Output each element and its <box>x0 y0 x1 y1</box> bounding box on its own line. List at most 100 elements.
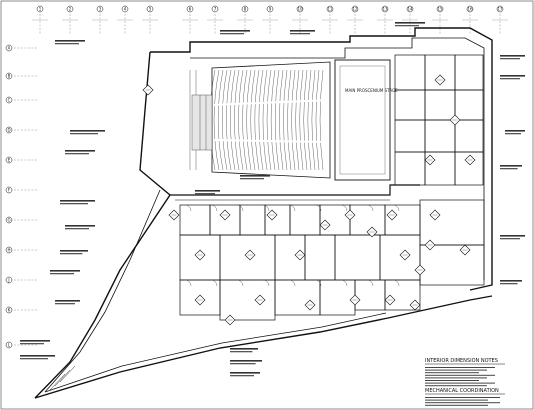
seat-row <box>279 69 284 171</box>
room-outline <box>239 204 266 236</box>
note-text-line <box>195 193 215 195</box>
grid-letter-label: A <box>8 46 11 51</box>
grid-bubble-left <box>5 341 13 349</box>
note-text-line <box>60 203 88 205</box>
grid-bubble-left <box>5 246 13 254</box>
seat-row <box>213 69 220 171</box>
grid-bubble-top <box>351 5 359 13</box>
room-outline <box>319 204 351 236</box>
room-tag-callouts <box>142 74 476 326</box>
backstage-rooms <box>394 54 485 286</box>
note-text-line <box>230 360 262 362</box>
grid-number-label: 2 <box>69 7 72 12</box>
note-text-line <box>55 300 80 302</box>
grid-bubble-top <box>211 5 219 13</box>
grid-bubble-top <box>496 5 504 13</box>
note-text-line <box>220 33 244 35</box>
note-text-line <box>500 283 518 285</box>
room-outline <box>219 279 276 321</box>
room-outline <box>349 204 386 236</box>
grid-bubble-top <box>266 5 274 13</box>
room-outline <box>179 204 211 236</box>
grid-number-label: 4 <box>124 7 127 12</box>
grid-number-label: 10 <box>297 7 303 12</box>
grid-number-label: 1 <box>39 7 42 12</box>
room-outline <box>394 89 426 121</box>
note-text-line <box>500 280 522 282</box>
note-text-line <box>50 270 80 272</box>
room-outline <box>454 54 484 91</box>
note-text-line <box>55 43 79 45</box>
seat-row <box>230 69 236 171</box>
grid-bubble-top <box>36 5 44 13</box>
grid-bubble-left <box>5 44 13 52</box>
room-outline <box>424 119 456 153</box>
note-text-line <box>20 355 55 357</box>
note-text-line <box>500 235 525 237</box>
seat-row <box>238 69 244 171</box>
grid-number-label: 12 <box>352 7 358 12</box>
grid-bubble-left <box>5 96 13 104</box>
grid-number-label: 3 <box>99 7 102 12</box>
seat-row <box>242 69 248 171</box>
grid-bubble-left <box>5 186 13 194</box>
grid-bubble-left <box>5 306 13 314</box>
seat-row <box>303 69 308 171</box>
grid-number-label: 5 <box>149 7 152 12</box>
grid-bubble-top <box>466 5 474 13</box>
note-text-line <box>70 133 98 135</box>
mechanical-coordination-title: MECHANICAL COORDINATION <box>425 388 499 394</box>
room-outline <box>454 89 484 121</box>
note-text-line <box>20 358 48 360</box>
note-text-line <box>230 348 258 350</box>
note-text-line <box>60 200 95 202</box>
grid-bubble-left <box>5 276 13 284</box>
grid-number-label: 8 <box>244 7 247 12</box>
grid-bubble-top <box>436 5 444 13</box>
interior-dimension-notes-title: INTERIOR DIMENSION NOTES <box>425 358 498 364</box>
grid-bubble-left <box>5 72 13 80</box>
seat-row <box>250 69 256 171</box>
note-text-line <box>230 375 254 377</box>
note-text-line <box>290 33 310 35</box>
note-text-line <box>65 228 89 230</box>
grid-number-label: 13 <box>382 7 388 12</box>
grid-bubble-top <box>121 5 129 13</box>
grid-letter-label: D <box>7 128 10 133</box>
seat-row <box>307 69 312 171</box>
note-text-line <box>500 75 525 77</box>
note-text-line <box>65 153 89 155</box>
note-text-line <box>230 363 256 365</box>
seat-row <box>258 69 264 171</box>
stage-area: MAIN PROSCENIUM STAGE <box>334 59 398 181</box>
grid-letter-label: F <box>8 188 11 193</box>
seat-row <box>315 69 320 171</box>
grid-number-label: 6 <box>189 7 192 12</box>
grid-number-label: 17 <box>497 7 503 12</box>
grid-bubble-top <box>406 5 414 13</box>
note-text-line <box>60 250 88 252</box>
note-text-line <box>55 40 85 42</box>
seat-row <box>222 69 228 171</box>
grid-bubble-top <box>241 5 249 13</box>
note-text-line <box>20 340 50 342</box>
seat-row <box>254 69 260 171</box>
grid-bubble-left <box>5 156 13 164</box>
room-outline <box>384 204 421 236</box>
note-text-line <box>395 25 419 27</box>
room-outline <box>304 234 336 281</box>
room-outline <box>379 234 421 281</box>
note-text-line <box>55 303 75 305</box>
note-text-line <box>500 58 520 60</box>
note-text-line <box>230 372 260 374</box>
lower-level-rooms <box>179 204 421 321</box>
room-outline <box>419 244 485 286</box>
room-outline <box>454 151 484 186</box>
room-outline <box>354 279 386 311</box>
room-outline <box>419 199 485 246</box>
room-outline <box>334 234 381 281</box>
grid-number-label: 14 <box>407 7 413 12</box>
